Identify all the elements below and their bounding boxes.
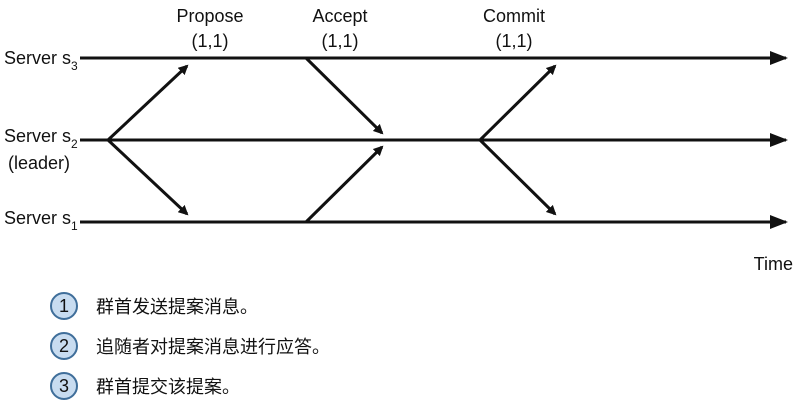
legend-item-3: 3 群首提交该提案。 [50,366,750,406]
legend-item-2: 2 追随者对提案消息进行应答。 [50,326,750,366]
accept-arrow-from-s3 [304,56,384,135]
phase-commit-value: (1,1) [495,31,532,51]
accept-arrow-from-s1 [304,145,384,224]
step-number-badge: 2 [50,332,78,360]
step-legend: 1 群首发送提案消息。 2 追随者对提案消息进行应答。 3 群首提交该提案。 [50,286,750,406]
time-axis-label: Time [754,254,793,274]
propose-arrow-to-s3 [106,64,189,142]
protocol-timeline-diagram: Propose (1,1) Accept (1,1) Commit (1,1) … [4,6,793,274]
server-s1-prefix: Server s [4,208,71,228]
phase-accept-label: Accept [312,6,367,26]
server-s2-label: Server s2 [4,126,78,151]
phase-propose-label: Propose [176,6,243,26]
legend-item-1: 1 群首发送提案消息。 [50,286,750,326]
legend-text: 群首提交该提案。 [96,377,240,398]
legend-text: 追随者对提案消息进行应答。 [96,337,330,358]
phase-accept-value: (1,1) [321,31,358,51]
server-s2-subscript: 2 [71,137,78,151]
server-s1-subscript: 1 [71,219,78,233]
commit-arrow-to-s1 [478,138,557,216]
server-s3-subscript: 3 [71,59,78,73]
server-s3-label: Server s3 [4,48,78,73]
server-s2-leader-note: (leader) [8,153,70,173]
phase-propose-value: (1,1) [191,31,228,51]
server-s1-label: Server s1 [4,208,78,233]
phase-commit-label: Commit [483,6,545,26]
server-s2-prefix: Server s [4,126,71,146]
step-number-badge: 3 [50,372,78,400]
propose-arrow-to-s1 [106,138,189,216]
step-number-badge: 1 [50,292,78,320]
server-s3-prefix: Server s [4,48,71,68]
legend-text: 群首发送提案消息。 [96,297,258,318]
commit-arrow-to-s3 [478,64,557,142]
